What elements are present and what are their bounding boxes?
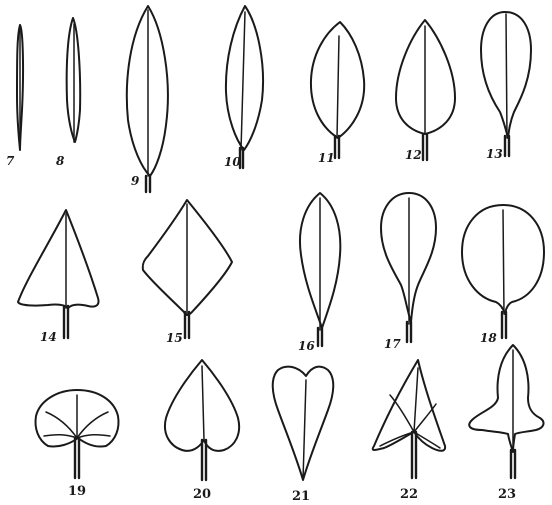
petiole	[423, 134, 427, 160]
petiole	[505, 136, 509, 156]
petiole	[75, 438, 79, 478]
vein	[414, 368, 418, 432]
petiole	[335, 136, 339, 158]
petiole	[146, 176, 150, 192]
figure-number: 16	[298, 339, 315, 353]
petiole	[202, 440, 206, 480]
figure-number: 22	[400, 487, 418, 502]
figure-number: 7	[6, 154, 15, 168]
figure-13-obovate-leaf: 13	[481, 12, 531, 161]
midrib	[337, 36, 339, 138]
midrib	[506, 14, 507, 138]
figure-number: 14	[40, 330, 57, 344]
petiole	[412, 432, 416, 478]
midrib	[241, 12, 245, 150]
figure-11-ovate-leaf: 11	[311, 22, 364, 165]
figure-12-ovate-leaf: 12	[396, 20, 455, 162]
figure-number: 8	[56, 154, 65, 168]
midrib	[503, 210, 504, 314]
figure-number: 18	[480, 331, 497, 345]
figure-number: 13	[486, 147, 503, 161]
figure-8-linear-leaf: 8	[56, 18, 80, 168]
figure-20-cordate-leaf: 20	[165, 360, 239, 502]
figure-21-obcordate-leaf: 21	[273, 367, 334, 504]
vein	[390, 395, 414, 432]
figure-22-sagittate-leaf: 22	[373, 360, 445, 502]
figure-number: 12	[405, 148, 422, 162]
figure-number: 9	[131, 174, 140, 188]
midrib	[303, 380, 306, 480]
figure-number: 21	[292, 489, 310, 504]
figure-10-lanceolate-leaf: 10	[224, 6, 263, 169]
petiole	[407, 322, 411, 342]
petiole	[511, 450, 515, 478]
figure-number: 20	[193, 487, 211, 502]
vein	[44, 435, 77, 438]
vein	[380, 432, 414, 446]
figure-number: 10	[224, 155, 241, 169]
figure-number: 19	[68, 484, 86, 499]
vein	[46, 412, 77, 438]
figure-number: 23	[498, 487, 516, 502]
figure-number: 11	[318, 151, 335, 165]
figure-number: 17	[384, 337, 401, 351]
petiole	[64, 306, 68, 338]
figure-18-orbicular-leaf: 18	[462, 205, 544, 345]
vein	[77, 435, 110, 438]
figure-23-hastate-leaf: 23	[469, 345, 543, 502]
figure-number: 15	[166, 331, 183, 345]
figure-15-rhomboid-leaf: 15	[143, 200, 232, 345]
petiole	[502, 312, 506, 338]
figure-7-linear-leaf: 7	[6, 25, 23, 168]
vein	[77, 412, 108, 438]
vein	[414, 404, 436, 432]
figure-16-oblanceolate-leaf: 16	[298, 193, 340, 353]
figure-9-lanceolate-leaf: 9	[127, 6, 168, 192]
figure-14-hastate-leaf: 14	[18, 210, 99, 344]
midrib	[202, 366, 204, 440]
leaf-outline	[18, 210, 99, 308]
leaf-outline	[469, 345, 543, 452]
figure-17-spathulate-leaf: 17	[381, 193, 436, 351]
figure-19-reniform-leaf: 19	[36, 390, 119, 499]
